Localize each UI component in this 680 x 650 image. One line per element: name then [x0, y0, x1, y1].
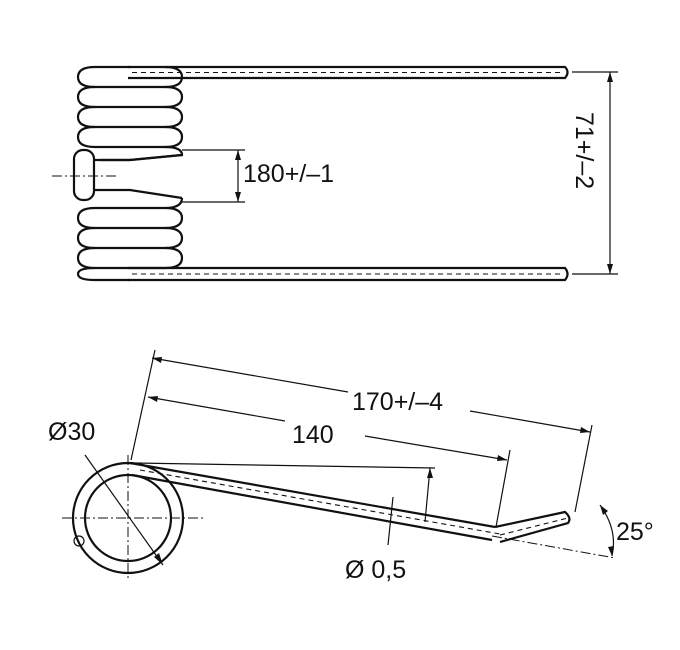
height-marker	[134, 462, 436, 523]
dimension-leg-spacing: 71+/–2	[570, 71, 618, 275]
dimension-coil-gap: 180+/–1	[182, 149, 334, 203]
lower-leg	[128, 266, 569, 282]
dim-leg-spacing-label: 71+/–2	[570, 112, 598, 189]
dimension-wire-diameter: Ø 0,5	[345, 496, 406, 584]
dim-length-total-label: 170+/–4	[352, 388, 443, 416]
dimension-angle: 25°	[599, 504, 654, 557]
upper-coil	[76, 65, 184, 162]
dim-coil-diameter-label: Ø30	[48, 418, 95, 446]
center-eye	[52, 148, 183, 202]
side-view: Ø30 170+/–4 140	[48, 349, 654, 584]
dim-angle-label: 25°	[616, 518, 654, 546]
dim-wire-diameter-label: Ø 0,5	[345, 556, 406, 584]
dimension-length-inner: 140	[147, 396, 511, 528]
upper-leg	[128, 65, 569, 80]
dim-coil-gap-label: 180+/–1	[243, 160, 334, 188]
lower-coil	[76, 197, 184, 282]
dim-length-inner-label: 140	[292, 421, 334, 449]
dimension-coil-diameter: Ø30	[48, 418, 164, 566]
coil-side	[62, 455, 205, 580]
tine-leg	[129, 461, 616, 559]
dimension-length-total: 170+/–4	[130, 349, 593, 513]
top-view: 180+/–1 71+/–2	[52, 65, 618, 282]
